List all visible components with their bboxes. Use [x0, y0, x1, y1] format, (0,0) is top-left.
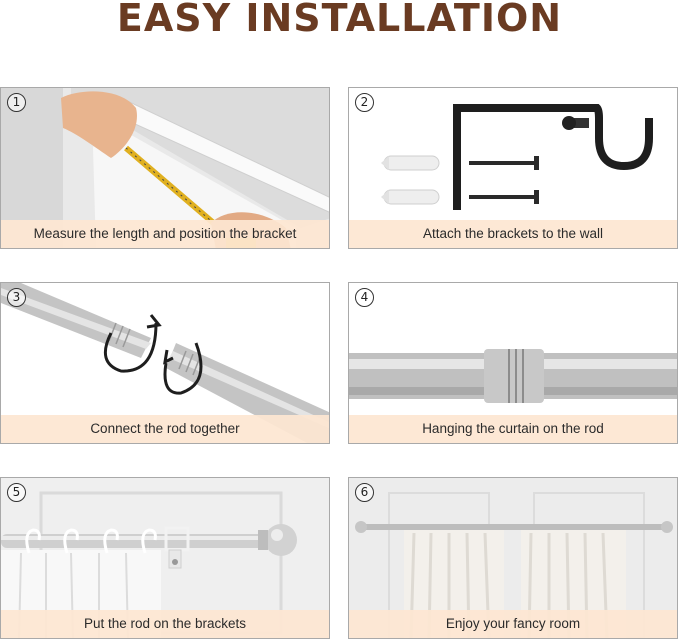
page-title: EASY INSTALLATION	[116, 0, 563, 40]
wall-anchor-icon	[381, 155, 440, 205]
step-caption-3: Connect the rod together	[1, 415, 329, 443]
screw-icon	[469, 156, 539, 204]
step-number-1: 1	[7, 93, 26, 112]
step-caption-6: Enjoy your fancy room	[349, 610, 677, 638]
step-panel-3: 3 Connect the rod together	[0, 282, 330, 444]
step-caption-1: Measure the length and position the brac…	[1, 220, 329, 248]
step-number-4: 4	[355, 288, 374, 307]
step-panel-2: 2 Attach the brackets to the wall	[348, 87, 678, 249]
step-number-6: 6	[355, 483, 374, 502]
step-panel-5: 5 Put the rod on the brackets	[0, 477, 330, 639]
step-panel-6: 6 Enjoy your fancy room	[348, 477, 678, 639]
step-number-5: 5	[7, 483, 26, 502]
bracket-icon	[164, 526, 190, 569]
step-panel-1: 1 Measure the length and position the br…	[0, 87, 330, 249]
bracket-icon	[453, 104, 653, 210]
step-number-3: 3	[7, 288, 26, 307]
step-caption-4: Hanging the curtain on the rod	[349, 415, 677, 443]
measure-window-illustration	[1, 88, 329, 248]
step-caption-5: Put the rod on the brackets	[1, 610, 329, 638]
step-number-2: 2	[355, 93, 374, 112]
rotate-arrow-icon	[103, 314, 203, 395]
step-caption-2: Attach the brackets to the wall	[349, 220, 677, 248]
step-panel-4: 4 Hanging the curtain on the rod	[348, 282, 678, 444]
